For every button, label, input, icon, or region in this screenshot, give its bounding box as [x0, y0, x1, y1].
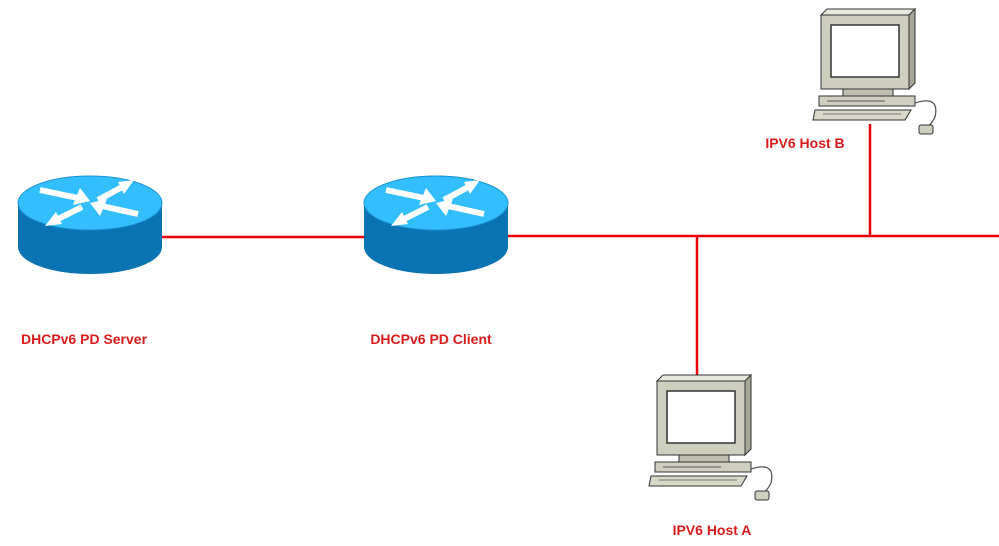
host-b-label: IPV6 Host B	[765, 135, 845, 151]
client-label: DHCPv6 PD Client	[370, 331, 492, 347]
client-router-icon[interactable]	[364, 176, 508, 274]
server-label: DHCPv6 PD Server	[20, 331, 148, 347]
host-a-computer-icon[interactable]	[648, 374, 773, 501]
host-a-label: IPV6 Host A	[672, 522, 752, 538]
host-b-computer-icon[interactable]	[812, 8, 937, 135]
server-router-icon[interactable]	[18, 176, 162, 274]
